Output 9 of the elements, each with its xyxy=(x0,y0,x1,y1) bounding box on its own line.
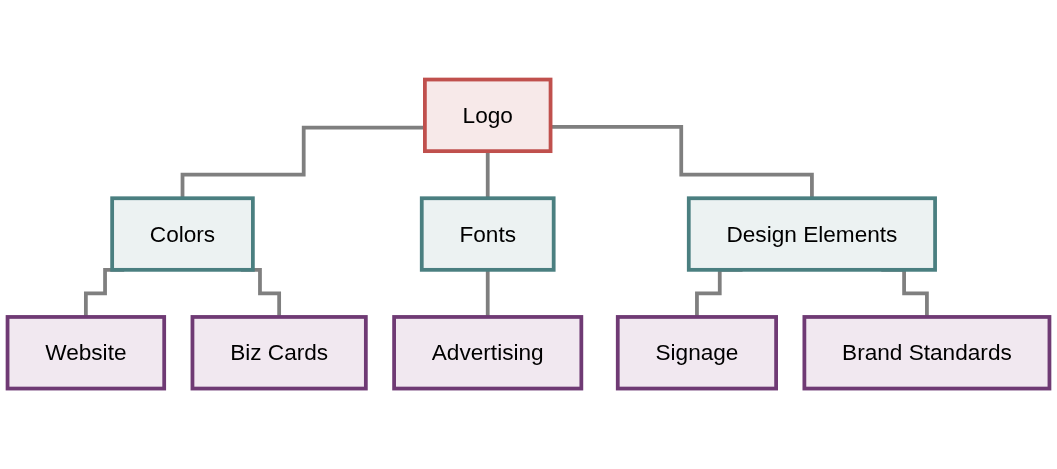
node-box: Signage xyxy=(615,315,778,391)
node-box: Fonts xyxy=(419,196,556,273)
node-box: Biz Cards xyxy=(190,315,368,391)
node-box: Advertising xyxy=(392,315,584,391)
node-box: Colors xyxy=(110,196,255,273)
node-box: Design Elements xyxy=(686,196,937,273)
node-box: Logo xyxy=(423,78,553,154)
node-box: Website xyxy=(5,315,167,391)
node-box: Brand Standards xyxy=(802,315,1052,391)
